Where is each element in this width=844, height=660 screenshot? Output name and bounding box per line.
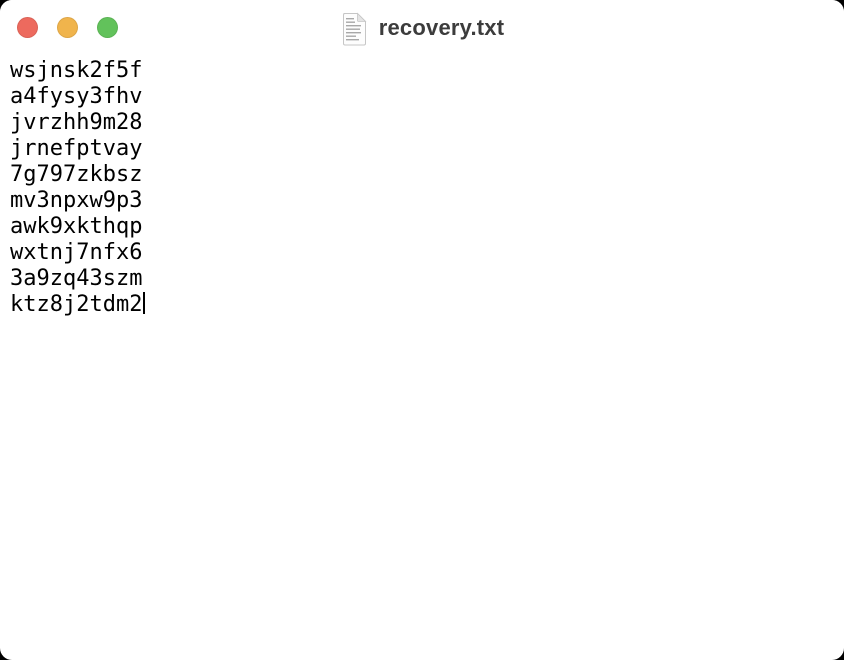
text-line: wxtnj7nfx6	[10, 240, 143, 265]
text-line: jrnefptvay	[10, 136, 143, 161]
text-editor[interactable]: wsjnsk2f5f a4fysy3fhv jvrzhh9m28 jrnefpt…	[0, 56, 844, 318]
text-line: a4fysy3fhv	[10, 84, 143, 109]
document-icon	[340, 12, 368, 46]
text-line: awk9xkthqp	[10, 214, 143, 239]
text-line: jvrzhh9m28	[10, 110, 143, 135]
zoom-button[interactable]	[97, 17, 118, 38]
text-line: ktz8j2tdm2	[10, 292, 834, 318]
text-line: mv3npxw9p3	[10, 188, 143, 213]
text-cursor	[143, 292, 146, 314]
window-title: recovery.txt	[378, 15, 505, 40]
minimize-button[interactable]	[57, 17, 78, 38]
title-group: recovery.txt	[0, 0, 844, 56]
text-line: 7g797zkbsz	[10, 162, 143, 187]
close-button[interactable]	[17, 17, 38, 38]
titlebar[interactable]: recovery.txt	[0, 0, 844, 56]
window-controls	[17, 17, 118, 38]
text-line: 3a9zq43szm	[10, 266, 143, 291]
text-line: wsjnsk2f5f	[10, 58, 143, 83]
